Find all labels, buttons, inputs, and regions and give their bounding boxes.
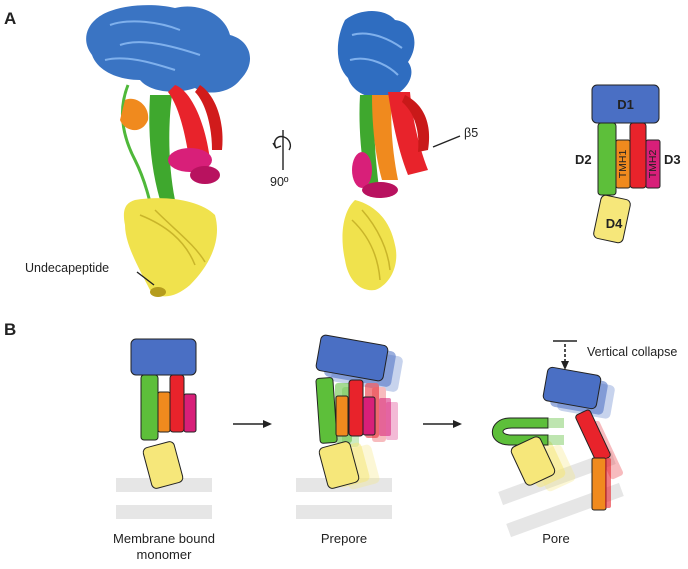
vertical-collapse-label: Vertical collapse [587,345,677,359]
undecapeptide-label: Undecapeptide [25,261,109,275]
domain-d3-box [629,122,647,189]
stage-monomer [116,338,212,519]
domain-d1-box [591,84,660,124]
rotation-angle-label: 90º [270,175,289,189]
tmh2-label: TMH2 [647,150,659,179]
domain-d3-label: D3 [664,152,681,167]
stage1-label-line2: monomer [137,547,193,562]
domain-d4-box [593,194,631,244]
stage-pore [491,366,624,538]
stage3-label: Pore [542,531,569,546]
stage1-label: Membrane bound [113,531,215,546]
beta5-pointer [432,135,461,148]
undecapeptide-pointer [136,271,155,286]
transition-arrow-1 [233,420,272,428]
panel-b-label: B [4,320,16,339]
tmh1-label: TMH1 [617,150,629,179]
tmh2-box [645,139,661,189]
domain-d1-label: D1 [617,97,634,112]
domain-d2-box [597,122,617,196]
rotation-axis-icon [272,130,292,170]
membrane-lower [116,505,212,519]
beta5-label: β5 [464,126,478,140]
stage-prepore [296,334,403,519]
domain-schematic: D1 TMH1 TMH2 D2 D3 D4 [575,84,681,244]
protein-structure-side [337,11,430,291]
transition-arrow-2 [423,420,462,428]
collapse-arrow-icon [553,340,577,370]
panel-a-label: A [4,9,16,28]
protein-structure-front [86,5,251,297]
stage2-label: Prepore [321,531,367,546]
domain-d4-label: D4 [606,216,623,231]
domain-d2-label: D2 [575,152,592,167]
